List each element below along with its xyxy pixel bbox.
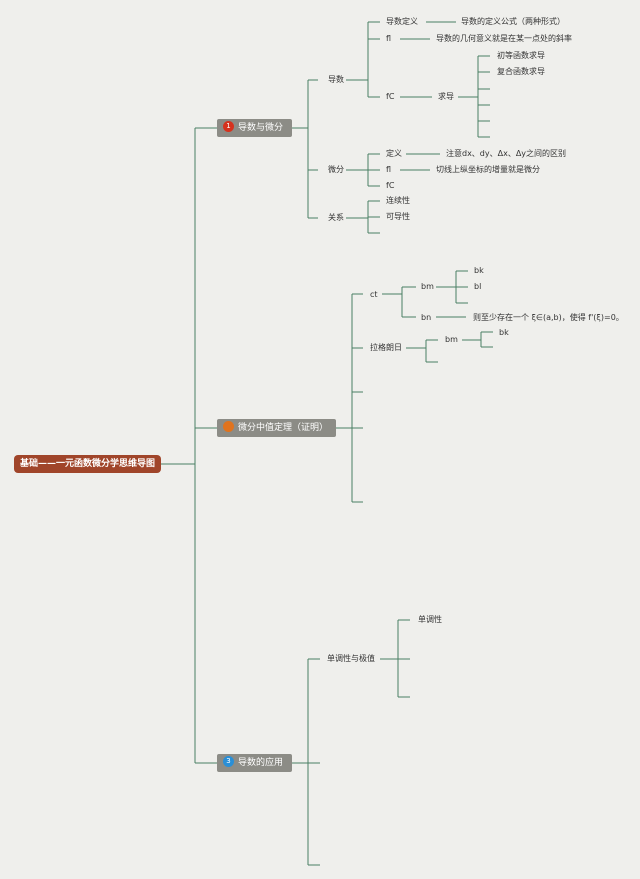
node-composite-derivative[interactable]: 复合函数求导 (497, 67, 545, 76)
priority-1-icon: 1 (223, 121, 234, 132)
node-bk[interactable]: bk (474, 266, 484, 275)
node-lagrange-bk[interactable]: bk (499, 328, 509, 337)
priority-3-icon: 3 (223, 756, 234, 767)
branch-mean-value-theorem[interactable]: 微分中值定理（证明） (217, 419, 336, 437)
branch-label: 微分中值定理（证明） (238, 423, 329, 433)
node-find-derivative[interactable]: 求导 (438, 92, 454, 101)
branch-derivative-application[interactable]: 3 导数的应用 (217, 754, 292, 772)
node-differential-fc[interactable]: fC (386, 181, 395, 190)
node-fc[interactable]: fC (386, 92, 395, 101)
root-topic[interactable]: 基础——一元函数微分学思维导图 (14, 455, 161, 473)
node-bn[interactable]: bn (421, 313, 432, 322)
branch-label: 导数的应用 (238, 758, 284, 768)
node-derivative[interactable]: 导数 (328, 75, 344, 84)
branch-label: 导数与微分 (238, 123, 284, 133)
node-geometric-meaning[interactable]: 导数的几何意义就是在某一点处的斜率 (436, 34, 572, 43)
node-monotonicity-extrema[interactable]: 单调性与极值 (327, 654, 375, 663)
node-lagrange[interactable]: 拉格朗日 (370, 343, 402, 352)
node-monotonicity[interactable]: 单调性 (418, 615, 442, 624)
node-lagrange-bm[interactable]: bm (445, 335, 458, 344)
node-relation[interactable]: 关系 (328, 213, 344, 222)
node-derivative-definition[interactable]: 导数定义 (386, 17, 418, 26)
node-rolle-conclusion[interactable]: 则至少存在一个 ξ∈(a,b)，使得 f'(ξ)=0。 (473, 313, 624, 322)
node-continuity[interactable]: 连续性 (386, 196, 410, 205)
node-bm[interactable]: bm (421, 282, 434, 291)
node-fl[interactable]: fl (386, 34, 392, 43)
node-bl[interactable]: bl (474, 282, 482, 291)
node-differential-definition[interactable]: 定义 (386, 149, 402, 158)
branch-derivative-differential[interactable]: 1 导数与微分 (217, 119, 292, 137)
node-elementary-derivative[interactable]: 初等函数求导 (497, 51, 545, 60)
node-dx-dy-note[interactable]: 注意dx、dy、Δx、Δy之间的区别 (446, 149, 567, 158)
node-differential[interactable]: 微分 (328, 165, 344, 174)
node-differentiability[interactable]: 可导性 (386, 212, 410, 221)
node-tangent-increment[interactable]: 切线上纵坐标的增量就是微分 (436, 165, 540, 174)
node-ct[interactable]: ct (370, 290, 378, 299)
priority-icon (223, 421, 234, 432)
node-differential-fl[interactable]: fl (386, 165, 392, 174)
node-definition-formula[interactable]: 导数的定义公式（两种形式） (461, 17, 565, 26)
